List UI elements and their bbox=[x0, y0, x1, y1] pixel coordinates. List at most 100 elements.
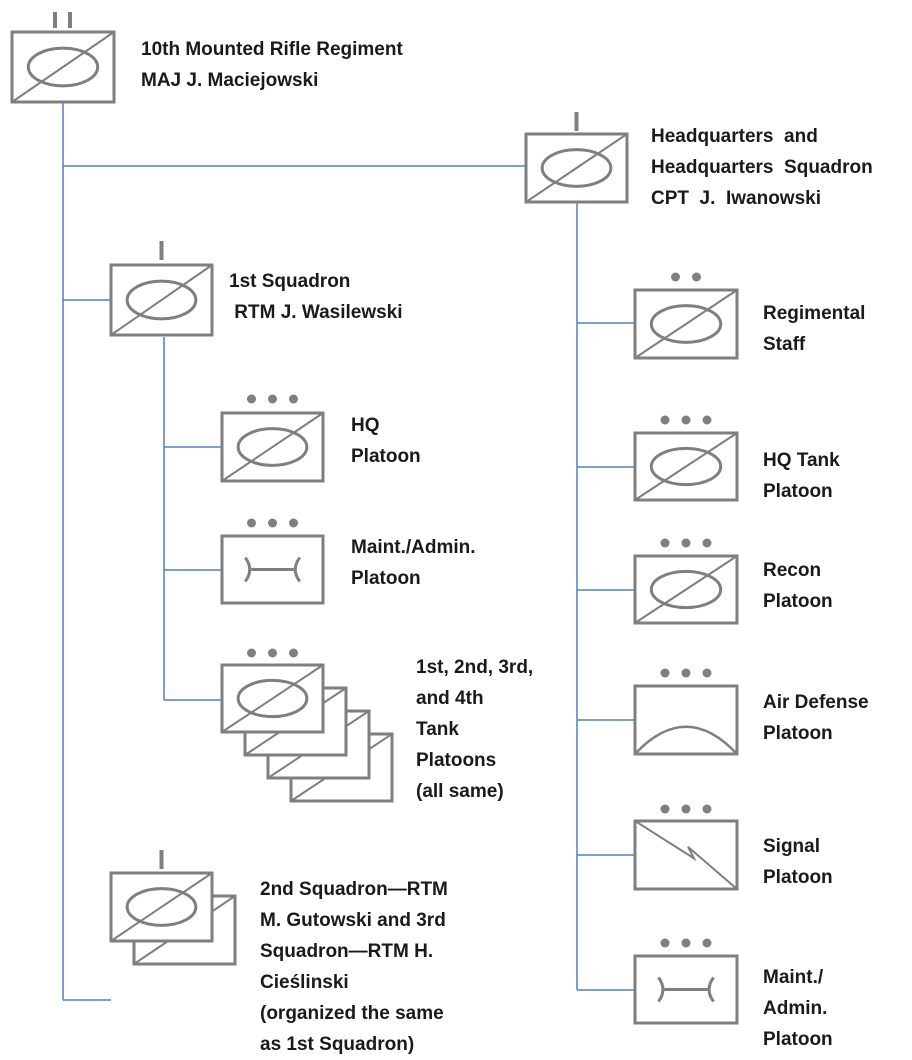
armor-cavalry-icon bbox=[634, 555, 738, 624]
echelon-dot bbox=[671, 272, 680, 282]
label-line: CPT J. Iwanowski bbox=[651, 188, 821, 209]
echelon-marker bbox=[660, 415, 712, 425]
hq-squadron-unit bbox=[524, 112, 629, 204]
armor-ellipse bbox=[26, 46, 100, 88]
echelon-dot bbox=[681, 415, 691, 425]
air-defense-platoon-unit bbox=[633, 668, 739, 756]
echelon-dot bbox=[702, 538, 712, 548]
echelon-dot bbox=[702, 804, 712, 814]
label-line: Air Defense bbox=[763, 692, 869, 713]
cavalry-diagonal bbox=[11, 31, 115, 103]
maint-admin-platoon-label: Maint./Admin.Platoon bbox=[351, 532, 476, 594]
label-line: MAJ J. Maciejowski bbox=[141, 70, 319, 91]
cavalry-diagonal bbox=[221, 412, 324, 482]
echelon-dot bbox=[247, 648, 256, 658]
echelon-bar bbox=[53, 12, 57, 28]
armor-ellipse bbox=[649, 446, 723, 487]
echelon-dot bbox=[681, 938, 691, 948]
label-line: 1st, 2nd, 3rd, bbox=[416, 657, 534, 678]
armor-ellipse bbox=[236, 427, 309, 467]
armor-ellipse bbox=[649, 304, 723, 344]
echelon-marker bbox=[660, 938, 712, 948]
label-line: as 1st Squadron) bbox=[260, 1034, 415, 1055]
recon-platoon-unit bbox=[633, 538, 739, 625]
label-line: 1st Squadron bbox=[229, 271, 351, 292]
label-line: Maint./Admin. bbox=[351, 537, 476, 558]
label-line: Platoon bbox=[763, 1029, 833, 1050]
armor-ellipse bbox=[125, 279, 198, 321]
label-line: Headquarters and bbox=[651, 126, 818, 147]
echelon-dot bbox=[268, 648, 277, 658]
unit-frame bbox=[633, 684, 739, 756]
label-line: and 4th bbox=[416, 688, 484, 709]
echelon-dot bbox=[681, 538, 691, 548]
cavalry-diagonal bbox=[634, 289, 738, 359]
echelon-dot bbox=[660, 415, 670, 425]
cavalry-diagonal bbox=[110, 264, 213, 336]
squadron-1-label: 1st Squadron RTM J. Wasilewski bbox=[229, 266, 403, 328]
cavalry-diagonal bbox=[634, 432, 738, 501]
label-line: (organized the same bbox=[260, 1003, 444, 1024]
armor-cavalry-icon bbox=[634, 432, 738, 501]
maint-left-arc bbox=[657, 976, 665, 1003]
armor-cavalry-icon bbox=[221, 412, 324, 482]
echelon-dot bbox=[660, 668, 670, 678]
label-line: Regimental bbox=[763, 303, 866, 324]
echelon-dot bbox=[681, 804, 691, 814]
echelon-bar bbox=[574, 112, 579, 131]
label-line: M. Gutowski and 3rd bbox=[260, 910, 446, 931]
echelon-bar bbox=[159, 850, 164, 869]
armor-cavalry-icon bbox=[110, 872, 213, 942]
echelon-dot bbox=[702, 938, 712, 948]
echelon-marker bbox=[159, 850, 164, 869]
echelon-dot bbox=[660, 804, 670, 814]
echelon-dot bbox=[660, 938, 670, 948]
echelon-dot bbox=[289, 648, 298, 658]
signal-icon bbox=[634, 820, 738, 890]
echelon-dot bbox=[692, 272, 701, 282]
maint-admin-platoon-hq-label: Maint./ Admin. Platoon bbox=[763, 962, 833, 1055]
label-line: Recon bbox=[763, 560, 822, 581]
label-line: 10th Mounted Rifle Regiment bbox=[141, 39, 403, 60]
label-line: Platoon bbox=[763, 591, 833, 612]
echelon-dot bbox=[247, 518, 256, 528]
armor-cavalry-icon bbox=[634, 289, 738, 359]
tank-platoons-unit bbox=[220, 648, 394, 803]
cavalry-diagonal bbox=[634, 555, 738, 624]
signal-bolt bbox=[634, 820, 738, 890]
echelon-marker bbox=[247, 518, 298, 528]
armor-cavalry-icon bbox=[525, 133, 628, 203]
armor-cavalry-icon bbox=[110, 264, 213, 336]
squadron-1-unit bbox=[109, 241, 214, 337]
echelon-dot bbox=[681, 668, 691, 678]
hq-platoon-unit bbox=[220, 394, 325, 483]
label-line: HQ bbox=[351, 415, 380, 436]
echelon-marker bbox=[247, 394, 298, 404]
label-line: Platoons bbox=[416, 750, 497, 771]
hq-tank-platoon-unit bbox=[633, 415, 739, 502]
echelon-bar bbox=[68, 12, 72, 28]
maint-admin-platoon-hq-unit bbox=[633, 938, 739, 1025]
echelon-dot bbox=[702, 668, 712, 678]
echelon-marker bbox=[247, 648, 298, 658]
label-line: Tank bbox=[416, 719, 459, 740]
maintenance-icon bbox=[657, 976, 715, 1003]
label-line: 2nd Squadron—RTM bbox=[260, 879, 448, 900]
echelon-dot bbox=[268, 394, 277, 404]
label-line: Headquarters Squadron bbox=[651, 157, 873, 178]
armor-cavalry-icon bbox=[11, 31, 115, 103]
echelon-dot bbox=[289, 394, 298, 404]
maint-right-arc bbox=[707, 976, 715, 1003]
cavalry-diagonal bbox=[221, 664, 324, 733]
label-line: Platoon bbox=[763, 723, 833, 744]
maintenance-icon bbox=[243, 556, 302, 583]
label-line: Maint./ bbox=[763, 967, 824, 988]
label-line: Admin. bbox=[763, 998, 828, 1019]
